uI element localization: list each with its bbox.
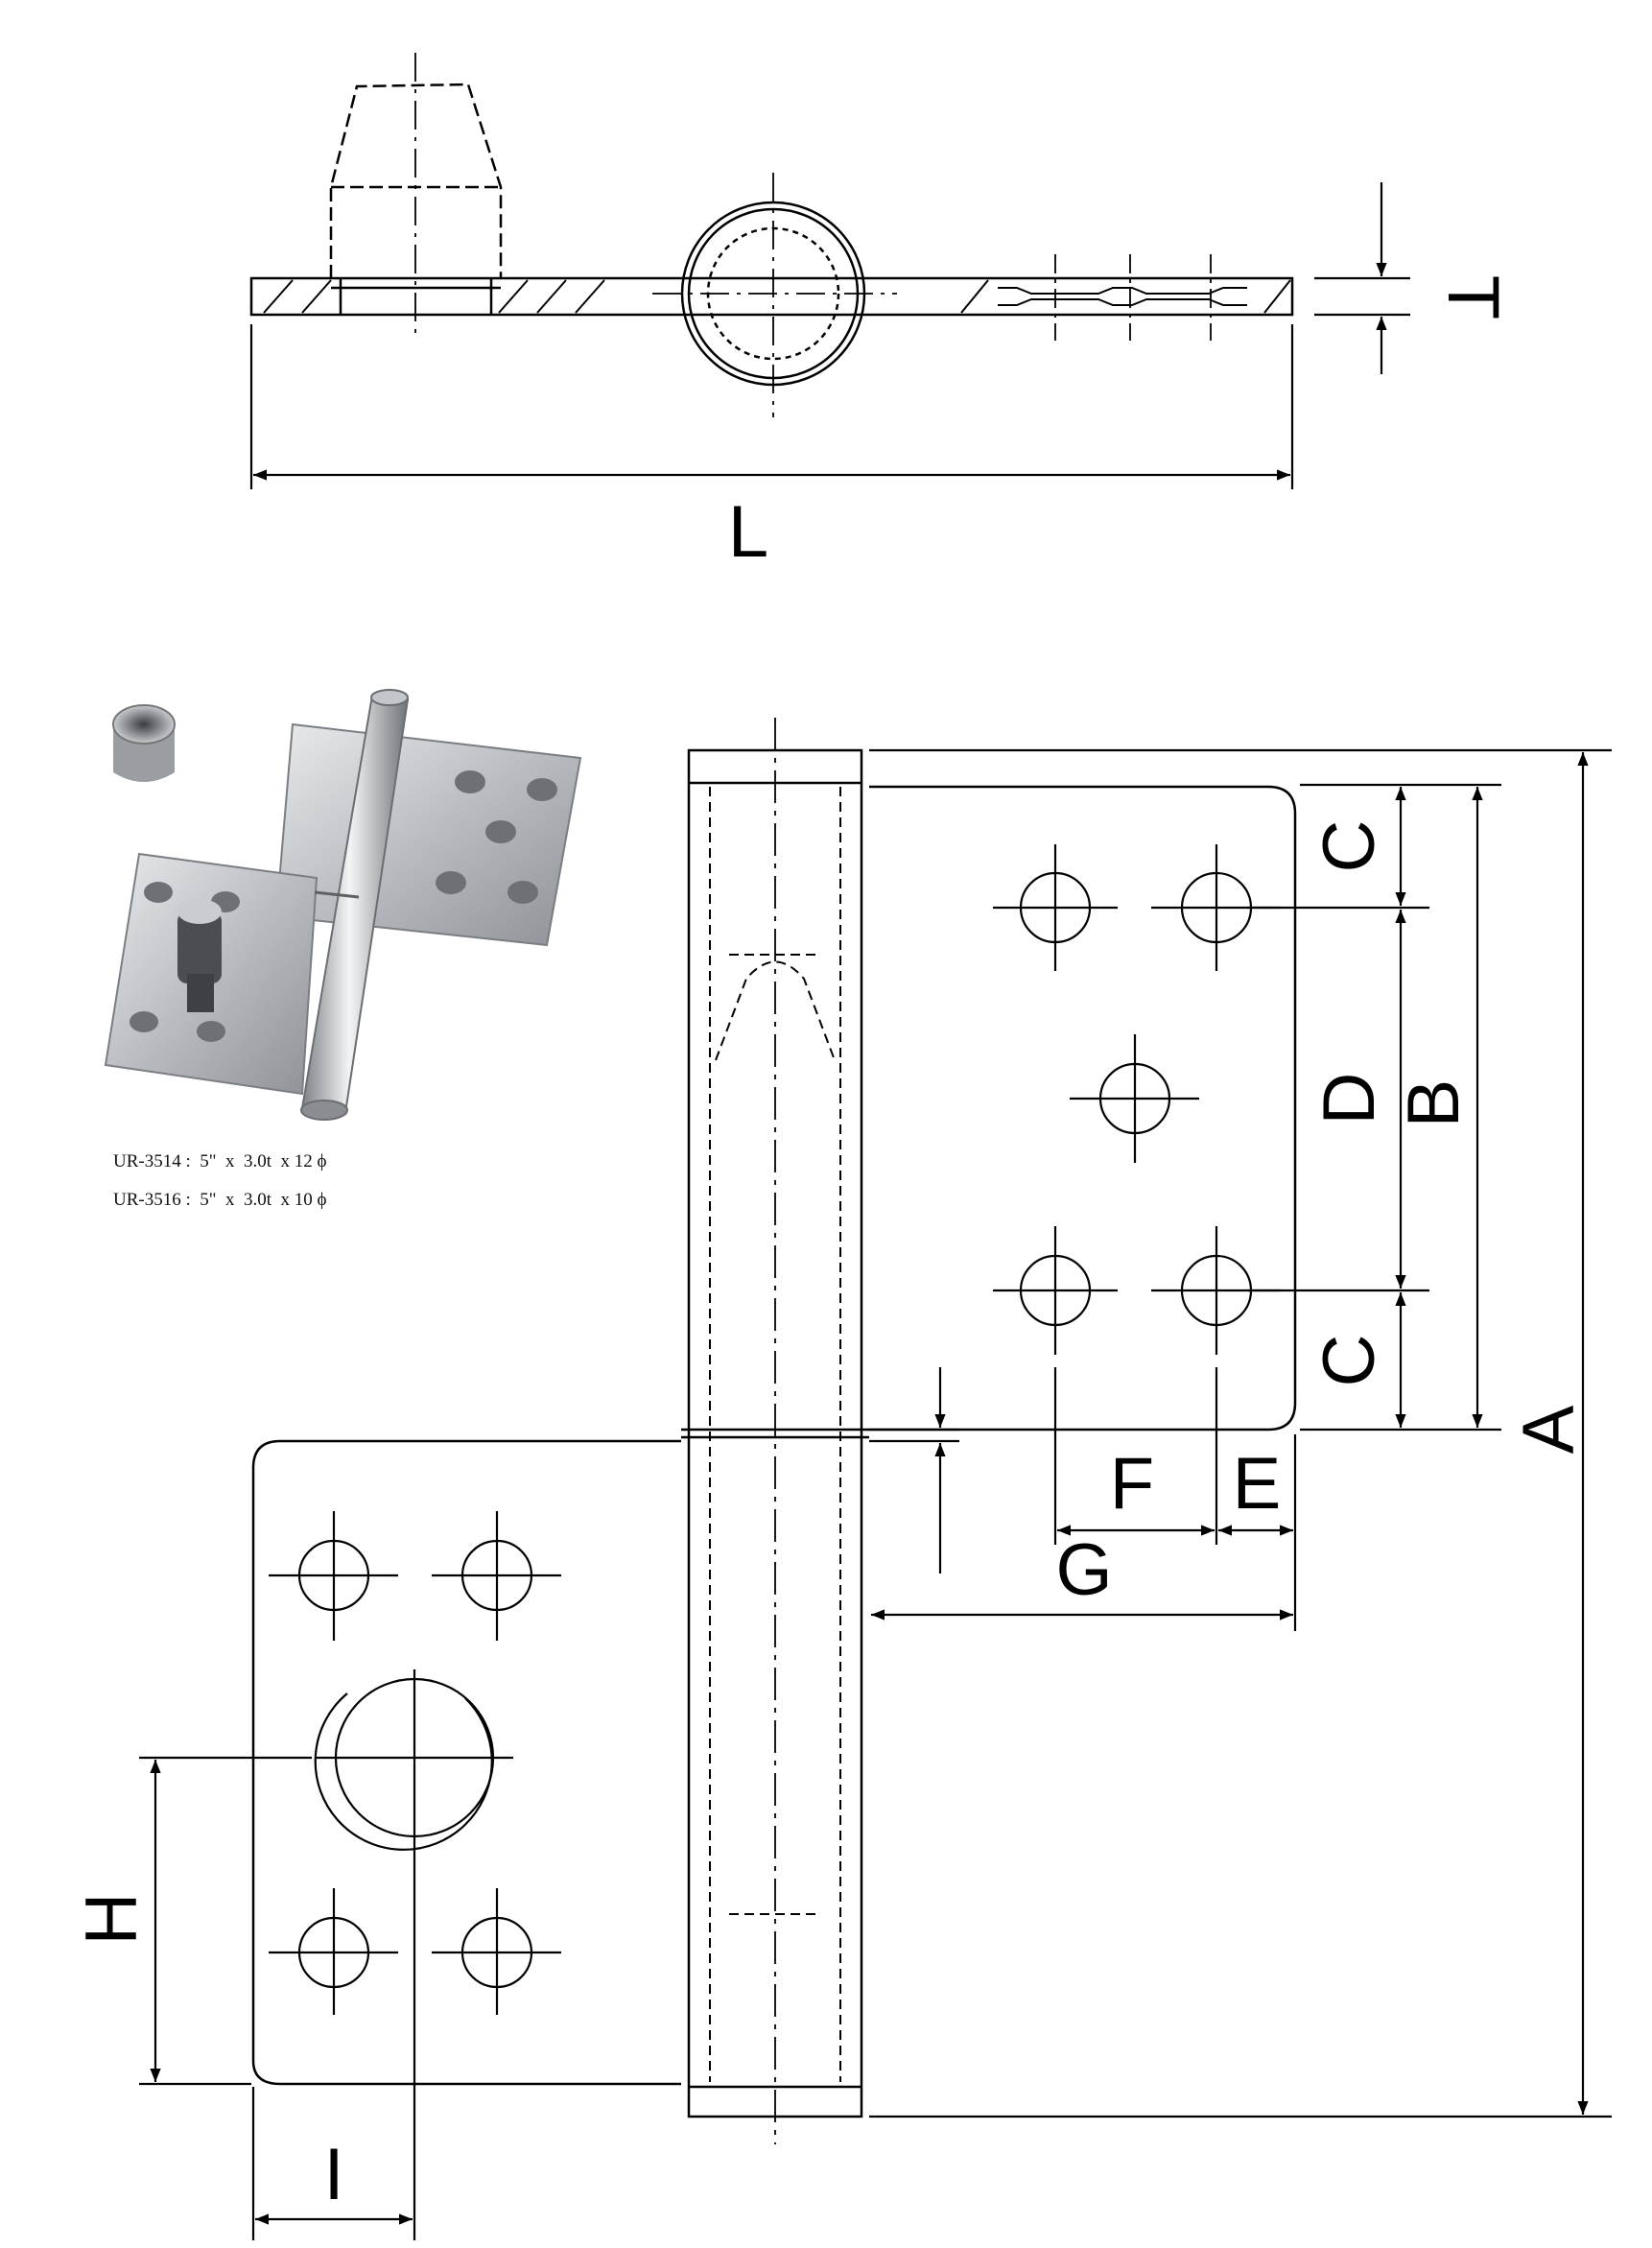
label-H: H (71, 1893, 153, 1946)
label-C-top: C (1309, 820, 1390, 873)
spec-line-ur-3516: UR-3516 : 5" x 3.0t x 10 ϕ (113, 1190, 327, 1210)
dimension-E-F-G (869, 1367, 1297, 1631)
bushing-cup (112, 704, 176, 782)
top-view (249, 53, 1294, 417)
label-F: F (1110, 1443, 1154, 1525)
label-T: T (1432, 275, 1514, 319)
dimension-B (1300, 783, 1501, 1432)
label-B: B (1393, 1079, 1475, 1128)
front-view (251, 718, 1297, 2144)
dimension-C-D (1247, 787, 1429, 1428)
label-I: I (323, 2134, 343, 2215)
lower-leaf (104, 852, 319, 1096)
label-L: L (728, 491, 768, 573)
label-D: D (1309, 1073, 1390, 1125)
label-G: G (1055, 1529, 1112, 1611)
dimension-I (251, 1857, 416, 2240)
dimension-T (1314, 182, 1410, 374)
spec-line-ur-3514: UR-3514 : 5" x 3.0t x 12 ϕ (113, 1151, 327, 1171)
product-photo (104, 689, 582, 1121)
label-A: A (1508, 1405, 1590, 1454)
dimension-H (139, 1756, 312, 2086)
dimension-A (869, 748, 1612, 2118)
label-E: E (1233, 1443, 1282, 1525)
dimension-L (249, 324, 1294, 489)
hinge-barrel (300, 689, 410, 1121)
label-C-bottom: C (1309, 1335, 1390, 1387)
